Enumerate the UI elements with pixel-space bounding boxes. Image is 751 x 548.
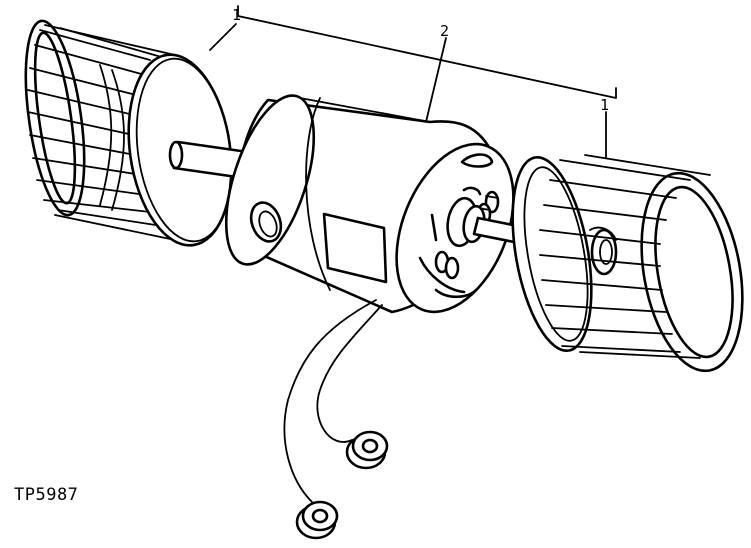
callout-right-wheel: 1 xyxy=(600,96,609,159)
blower-motor xyxy=(224,94,515,314)
callout-bracket xyxy=(237,5,617,99)
motor-vent-slots xyxy=(418,153,494,299)
motor-shaft-left xyxy=(168,140,250,180)
ring-terminal-lower xyxy=(295,500,339,540)
right-wheel-blades xyxy=(539,154,711,359)
figure-id-label: TP5987 xyxy=(14,485,79,505)
wire-leads xyxy=(283,299,383,503)
callout-label-right-wheel: 1 xyxy=(600,96,609,114)
motor-terminals xyxy=(434,190,500,280)
right-blower-wheel xyxy=(511,154,744,373)
left-blower-wheel xyxy=(24,19,233,247)
callout-label-left-wheel: 1 xyxy=(232,6,241,24)
left-wheel-blades xyxy=(27,27,166,227)
ring-terminal-upper xyxy=(345,430,389,470)
callout-label-motor: 2 xyxy=(440,22,449,40)
callout-motor: 2 xyxy=(425,22,449,123)
callout-left-wheel: 1 xyxy=(209,6,241,51)
